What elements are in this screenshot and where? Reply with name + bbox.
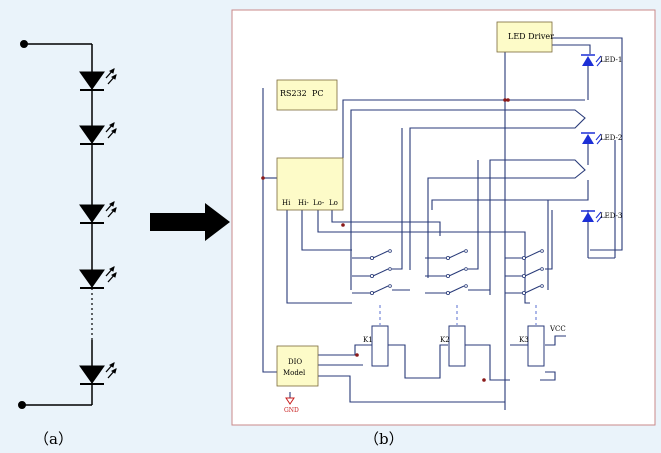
relay-k1-coil [371, 325, 389, 367]
junctions [261, 98, 510, 382]
lo-minus-label: Lo- [313, 199, 325, 207]
caption-a: （a） [34, 430, 73, 448]
pc-label: PC [312, 89, 324, 98]
switch-contact-icon [522, 267, 544, 278]
k1-label: K1 [363, 336, 373, 344]
dio-model-box [276, 345, 319, 387]
caption-b: （b） [364, 430, 404, 448]
switch-contact-icon [369, 267, 392, 278]
model-label: Model [283, 369, 306, 377]
relay-coils [371, 325, 545, 367]
switch-contact-icon [522, 249, 544, 260]
led-diode-icon [79, 68, 117, 385]
led-diode-icon [581, 132, 603, 145]
switch-contact-icon [445, 249, 468, 260]
led-diode-icon [79, 68, 117, 91]
led-driver-box [496, 21, 553, 53]
switch-contact-icon [445, 284, 468, 295]
meter-box [276, 157, 344, 211]
lo-label: Lo [329, 199, 338, 207]
rs232-pc-box [276, 79, 338, 111]
switch-contact-icon [369, 249, 392, 260]
vcc-label: VCC [549, 325, 566, 333]
switch-contact-icon [445, 267, 468, 278]
led1-label: LED-1 [600, 56, 622, 64]
gnd-label: GND [284, 407, 299, 414]
switch-contact-icon [522, 284, 544, 295]
led-diode-icon [79, 201, 117, 224]
panel-a-led-string [18, 40, 117, 409]
hi-label: Hi [282, 199, 291, 207]
led-diode-icon [581, 210, 603, 223]
hi-minus-label: Hi- [298, 199, 309, 207]
panel-b-leds [581, 54, 603, 223]
led-driver-label: LED Driver [508, 32, 554, 41]
switch-contact-icon [369, 284, 392, 295]
dio-label: DIO [288, 358, 302, 366]
blocks [276, 21, 553, 387]
led-diode-icon [79, 362, 117, 385]
relay-k3-coil [527, 325, 545, 367]
right-arrow-icon [150, 203, 230, 241]
gnd-symbol-icon [285, 397, 295, 405]
led3-label: LED-3 [600, 212, 622, 220]
k3-label: K3 [519, 336, 529, 344]
led-diode-icon [581, 54, 603, 67]
led2-label: LED-2 [600, 134, 622, 142]
k2-label: K2 [440, 336, 450, 344]
led-diode-icon [79, 122, 117, 145]
rs232-label: RS232 [280, 89, 307, 98]
relay-switches [369, 249, 544, 295]
led-diode-icon [79, 266, 117, 289]
relay-k2-coil [448, 325, 466, 367]
